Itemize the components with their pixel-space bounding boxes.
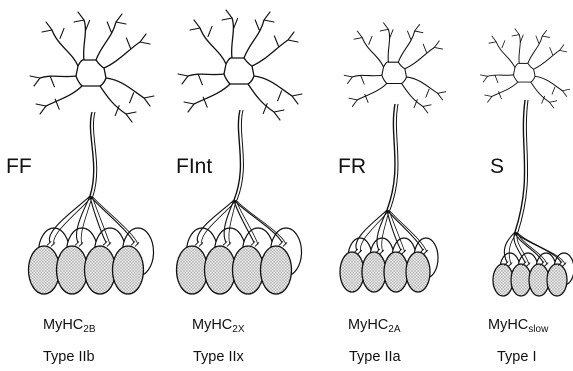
muscle-fiber	[261, 246, 292, 294]
muscle-fiber	[205, 246, 236, 294]
motor-neuron-fr	[344, 23, 446, 113]
muscle-fiber	[529, 264, 549, 296]
myhc-label-ff: MyHC2B	[43, 318, 96, 335]
motor-units-layer	[29, 10, 573, 296]
muscle-fiber	[85, 246, 116, 294]
motor-unit-ff	[29, 12, 155, 294]
fiber-type-fr: Type IIa	[349, 350, 401, 365]
myhc-base: MyHC	[488, 317, 528, 333]
fiber-type-ff: Type IIb	[43, 350, 95, 365]
myhc-label-fr: MyHC2A	[348, 318, 401, 335]
myhc-base: MyHC	[43, 317, 83, 333]
axon-fint	[234, 110, 240, 200]
myhc-label-s: MyHCslow	[488, 318, 548, 335]
muscle-fiber	[233, 246, 264, 294]
muscle-fiber	[29, 246, 60, 294]
myhc-subscript: slow	[528, 324, 548, 335]
muscle-fiber-bundle-s	[493, 232, 573, 296]
muscle-fiber	[493, 264, 513, 296]
motor-neuron-ff	[30, 12, 154, 122]
muscle-fiber	[362, 252, 386, 292]
muscle-fiber	[384, 252, 408, 292]
unit-label-fint: FInt	[176, 156, 212, 177]
fiber-type-s: Type I	[497, 350, 537, 365]
unit-label-s: S	[490, 156, 504, 177]
motor-neuron-fint	[178, 10, 302, 120]
muscle-fiber	[547, 264, 567, 296]
muscle-fiber	[57, 246, 88, 294]
unit-label-fr: FR	[338, 156, 366, 177]
myhc-label-fint: MyHC2X	[192, 318, 245, 335]
myhc-subscript: 2B	[83, 324, 95, 335]
myhc-subscript: 2X	[232, 324, 244, 335]
myhc-base: MyHC	[348, 317, 388, 333]
motor-unit-fint	[177, 10, 303, 294]
motor-neuron-s	[480, 29, 569, 108]
fiber-type-fint: Type IIx	[193, 350, 244, 365]
myhc-base: MyHC	[192, 317, 232, 333]
muscle-fiber-bundle-fr	[340, 210, 438, 292]
unit-label-ff: FF	[6, 156, 32, 177]
muscle-fiber-bundle-ff	[29, 196, 154, 294]
muscle-fiber	[406, 252, 430, 292]
axon-fr	[387, 104, 395, 210]
muscle-fiber	[113, 246, 144, 294]
muscle-fiber-bundle-fint	[177, 200, 302, 294]
muscle-fiber	[511, 264, 531, 296]
muscle-fiber	[177, 246, 208, 294]
myhc-subscript: 2A	[388, 324, 400, 335]
muscle-fiber	[340, 252, 364, 292]
